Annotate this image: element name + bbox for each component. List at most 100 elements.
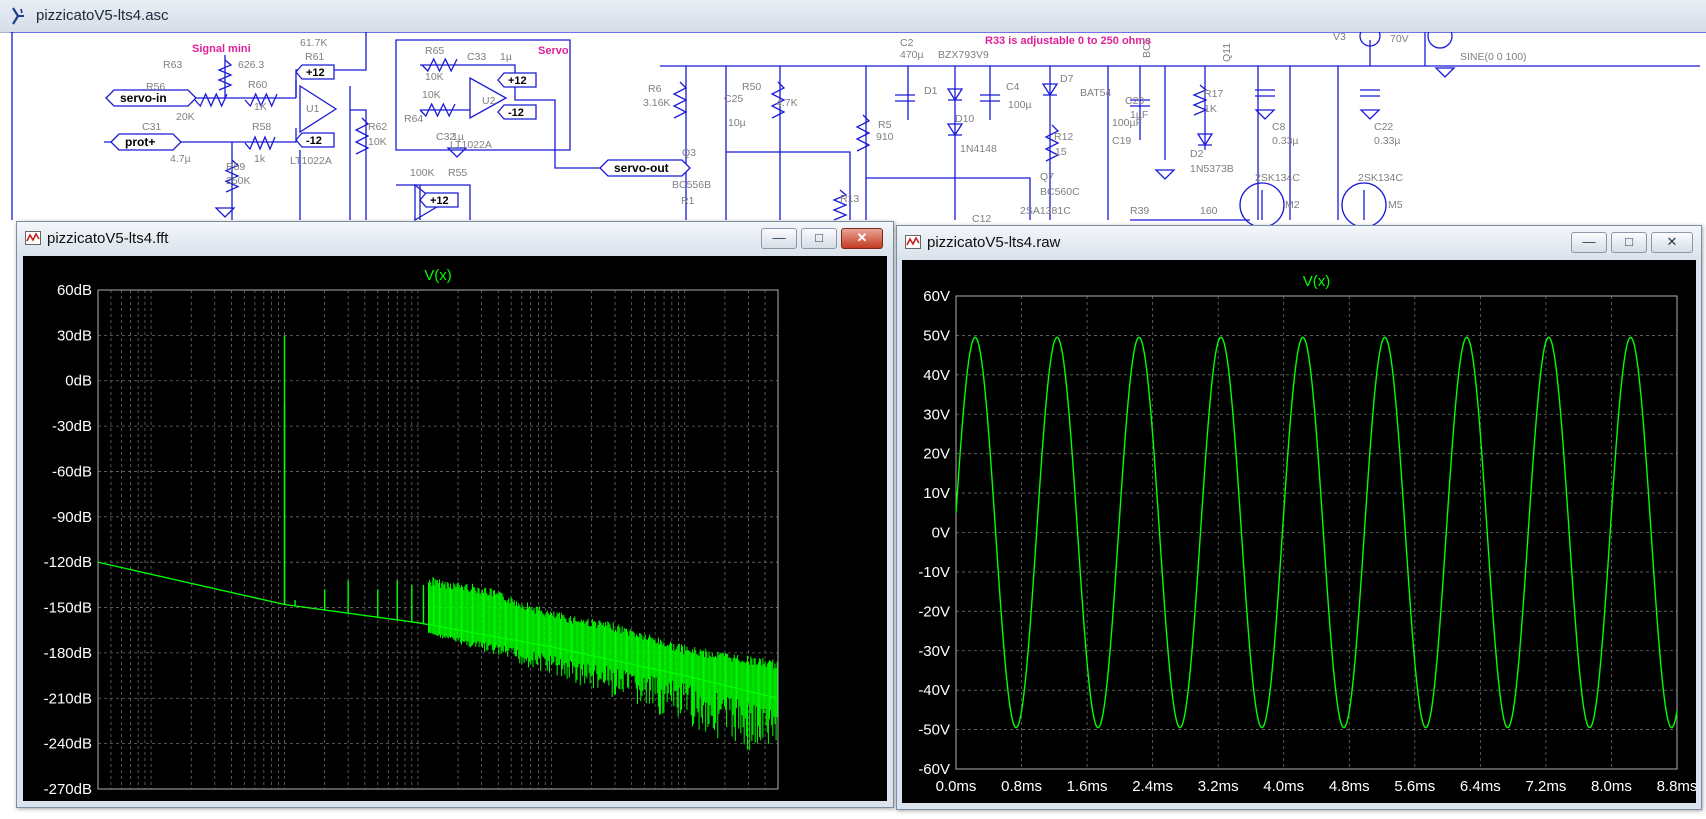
component-label: Q11 [1221, 43, 1233, 62]
component-label: BC560C [1040, 186, 1080, 198]
component-label: 100µF [1112, 117, 1142, 129]
fft-plot-frame [97, 289, 779, 790]
raw-y-tick-label: 0V [932, 525, 950, 542]
raw-y-tick-label: 10V [923, 485, 950, 502]
component-label: 1µ [452, 131, 464, 143]
voltage-source-symbol [1427, 23, 1453, 49]
component-label: 1K [254, 101, 267, 113]
resistor-symbol [224, 159, 240, 193]
resistor-symbol [244, 135, 276, 151]
component-label: C20 [1125, 95, 1144, 107]
fft-y-tick-label: 60dB [57, 282, 92, 299]
net-label-flag [105, 89, 197, 107]
component-label: C4 [1006, 81, 1020, 93]
component-label: R59 [226, 161, 245, 173]
raw-maximize-button[interactable]: □ [1611, 232, 1647, 253]
raw-y-tick-label: 30V [923, 406, 950, 423]
raw-minimize-button[interactable]: — [1571, 232, 1607, 253]
component-label: M2 [1285, 199, 1300, 211]
fft-x-tick-label: 100Hz [129, 798, 172, 801]
component-label: R65 [425, 45, 444, 57]
capacitor-symbol [895, 94, 915, 102]
supply-label-flag [497, 104, 537, 120]
component-label: 2SA1381C [1020, 205, 1071, 217]
raw-trace-label: V(x) [1303, 273, 1331, 290]
fft-x-tick-label: 1MHz [665, 798, 704, 801]
raw-x-tick-label: 4.0ms [1263, 778, 1304, 795]
resistor-symbol [855, 114, 871, 152]
raw-x-tick-label: 8.8ms [1657, 778, 1696, 795]
raw-window-titlebar[interactable]: pizzicatoV5-lts4.raw — □ ✕ [897, 226, 1701, 258]
waveform-window-icon [905, 235, 921, 249]
fft-window-titlebar[interactable]: pizzicatoV5-lts4.fft — □ ✕ [17, 222, 893, 254]
fft-chart[interactable]: 60dB30dB0dB-30dB-60dB-90dB-120dB-150dB-1… [23, 256, 887, 801]
opamp-symbol [469, 76, 508, 120]
component-label: BZX793V9 [938, 49, 989, 61]
component-label: 15 [1055, 146, 1067, 158]
component-label: R39 [1130, 205, 1149, 217]
raw-y-tick-label: 60V [923, 288, 950, 305]
ground-symbol [1154, 169, 1176, 180]
fft-y-tick-label: -210dB [44, 690, 92, 707]
resistor-symbol [354, 117, 370, 155]
component-label: LT1022A [450, 139, 492, 151]
net-label-flag [110, 133, 182, 151]
component-label: R1 [681, 195, 695, 207]
raw-close-button[interactable]: ✕ [1651, 232, 1693, 253]
component-label: R58 [252, 121, 271, 133]
fft-trace-label: V(x) [424, 267, 452, 284]
fft-noise-floor [97, 561, 779, 699]
fft-minimize-button[interactable]: — [761, 228, 797, 249]
capacitor-symbol [1130, 99, 1150, 107]
ground-symbol [1434, 67, 1456, 78]
main-title-bar: pizzicatoV5-lts4.asc [0, 0, 1706, 33]
component-label: 10K [368, 136, 387, 148]
resistor-symbol [672, 81, 688, 119]
opamp-symbol [299, 84, 338, 134]
resistor-symbol [832, 189, 848, 221]
component-label: R5 [878, 119, 892, 131]
component-label: D1 [924, 85, 938, 97]
fft-maximize-button[interactable]: □ [801, 228, 837, 249]
component-label: R13 [840, 193, 859, 205]
net-label-flag [599, 159, 691, 177]
fft-close-button[interactable]: ✕ [841, 228, 883, 249]
component-label: C2 [900, 37, 914, 49]
fft-gridlines [97, 289, 779, 790]
component-label: 100K [410, 167, 435, 179]
component-label: R61 [305, 51, 324, 63]
diode-symbol [1041, 83, 1059, 97]
component-label: 61.7K [300, 37, 327, 49]
raw-y-tick-label: -40V [918, 682, 950, 699]
ground-symbol [1359, 109, 1381, 120]
component-label: 470µ [900, 49, 924, 61]
component-label: R55 [448, 167, 467, 179]
raw-x-tick-label: 0.0ms [936, 778, 977, 795]
raw-x-tick-label: 1.6ms [1067, 778, 1108, 795]
fft-y-tick-label: -150dB [44, 600, 92, 617]
supply-label: +12 [508, 75, 527, 87]
component-label: C19 [1112, 135, 1131, 147]
raw-x-tick-label: 6.4ms [1460, 778, 1501, 795]
raw-plot-frame [955, 295, 1678, 770]
waveform-window-icon [25, 231, 41, 245]
raw-y-tick-label: -10V [918, 564, 950, 581]
supply-label: -12 [306, 135, 322, 147]
raw-window-title: pizzicatoV5-lts4.raw [927, 234, 1061, 251]
component-label: LT1022A [290, 155, 332, 167]
component-label: D2 [1190, 148, 1204, 160]
component-label: C32 [436, 131, 455, 143]
raw-y-tick-label: 40V [923, 367, 950, 384]
fft-y-tick-label: -120dB [44, 554, 92, 571]
component-label: 10K [425, 71, 444, 83]
component-label: R17 [1204, 88, 1223, 100]
component-label: R6 [648, 83, 662, 95]
component-label: 626.3 [238, 59, 264, 71]
component-label: 1N5373B [1190, 163, 1234, 175]
